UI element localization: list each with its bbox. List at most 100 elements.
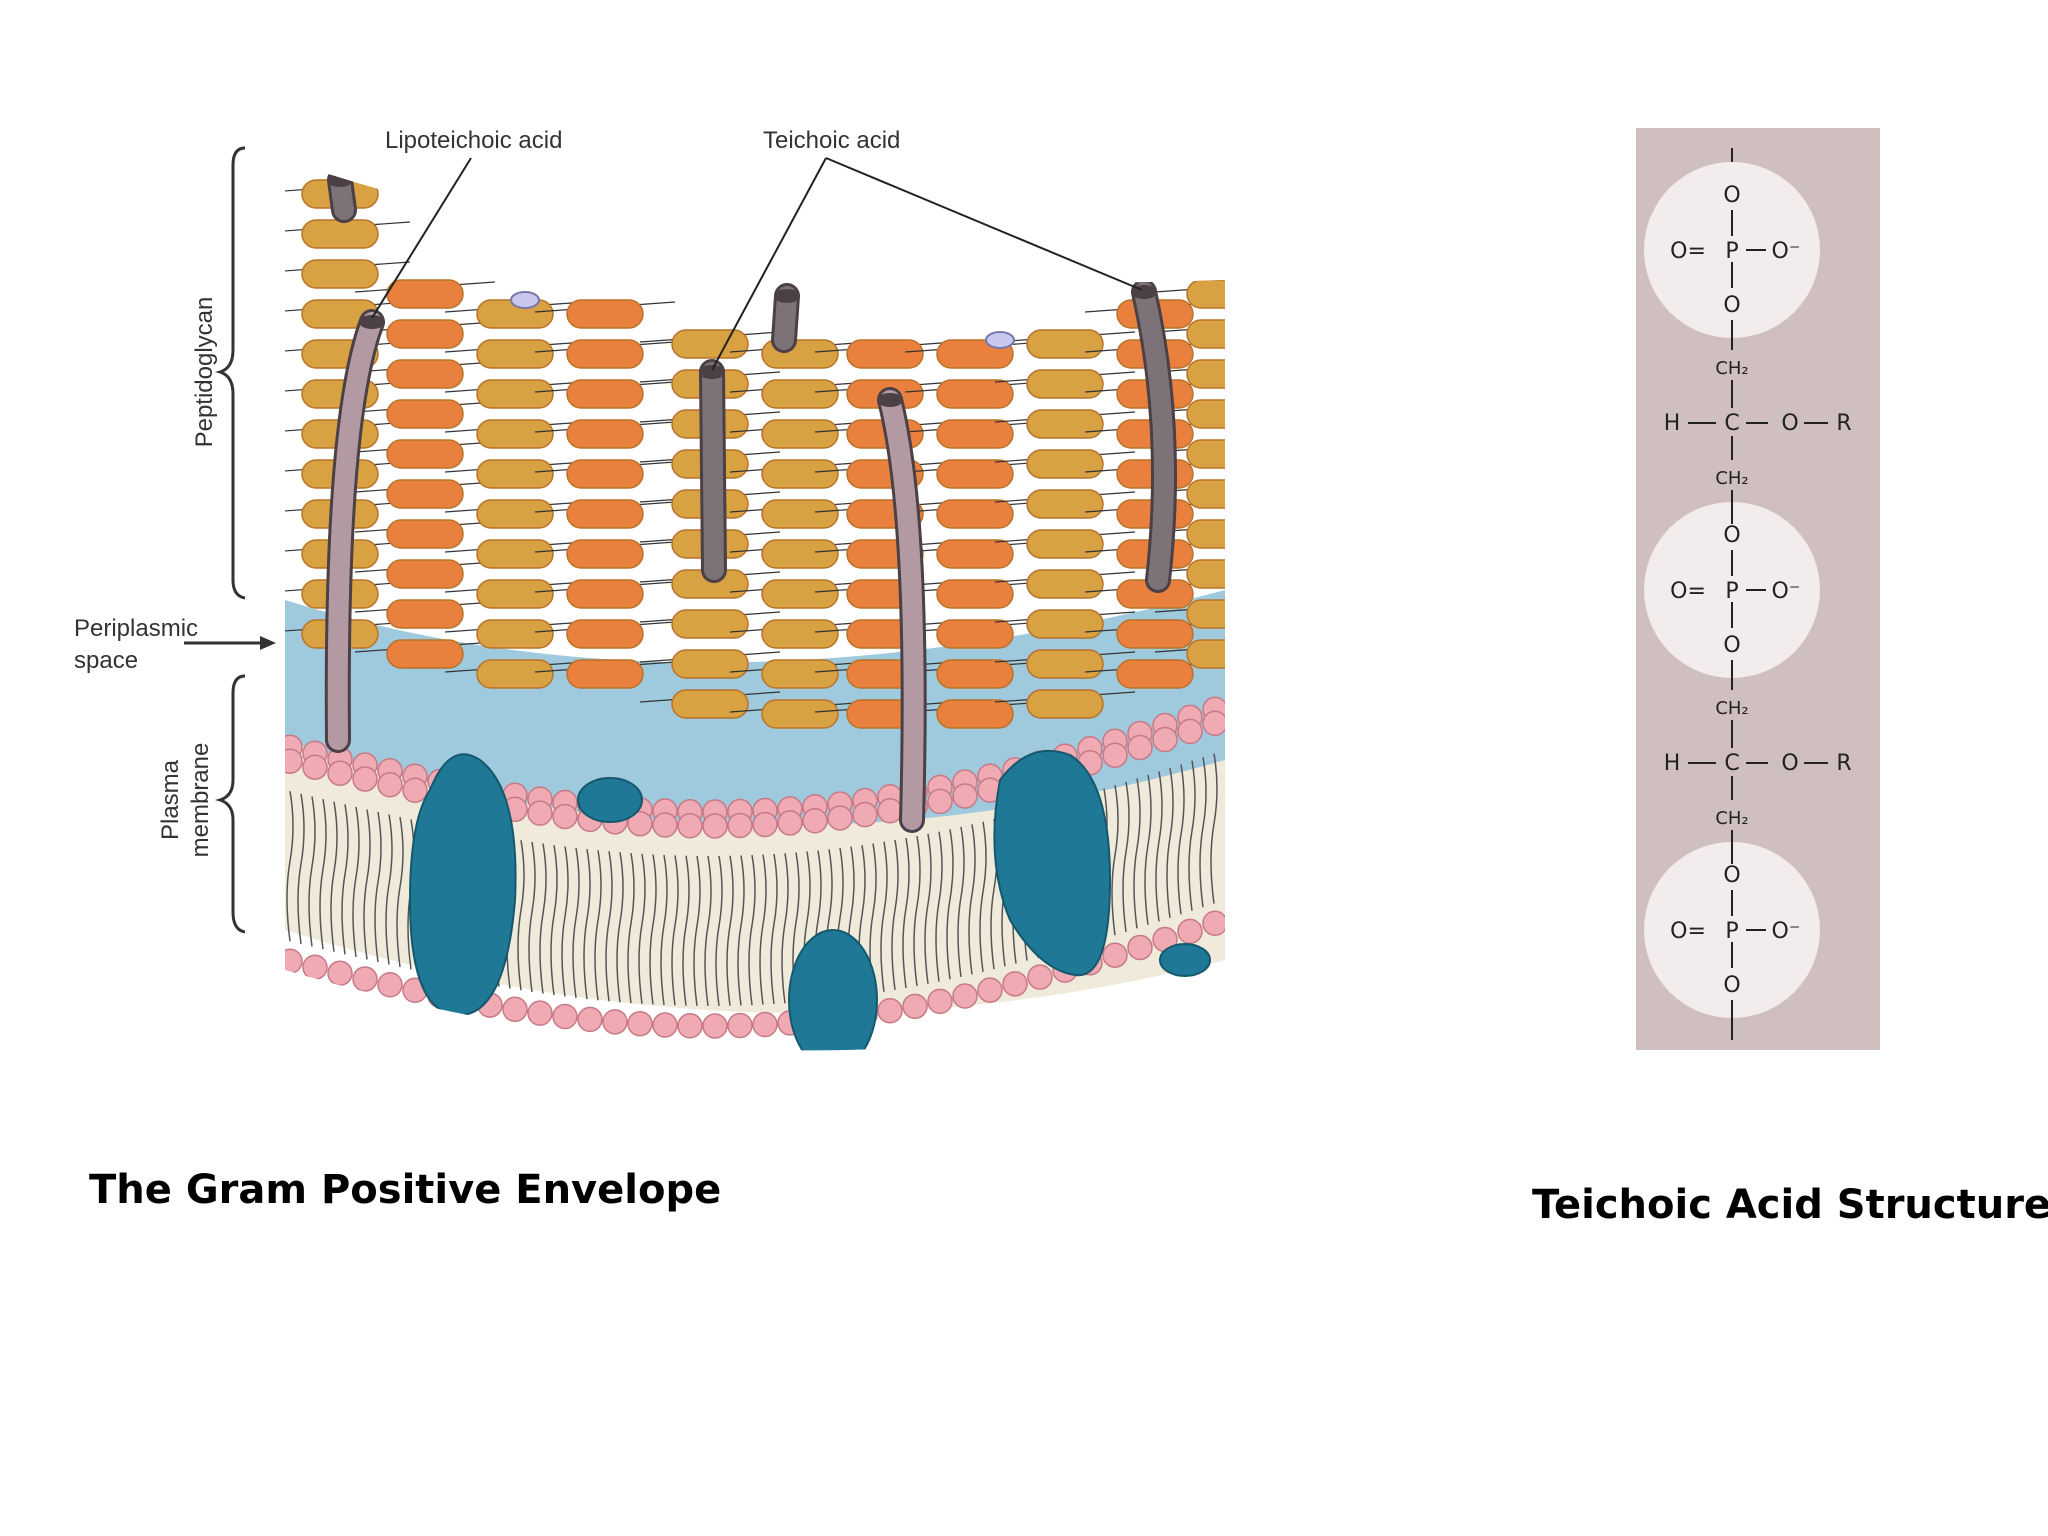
- atom-label: O: [1723, 863, 1740, 888]
- lipid-head: [1127, 734, 1153, 761]
- atom-label: CH₂: [1715, 698, 1748, 719]
- lipid-head: [927, 788, 953, 815]
- lipid-head: [552, 1003, 578, 1030]
- leader-lines: [371, 157, 1143, 371]
- atom-label: O=: [1670, 579, 1706, 604]
- teichoic-rods: [324, 167, 1177, 833]
- lipid-head: [652, 1012, 678, 1038]
- atom-label: R: [1836, 751, 1851, 776]
- lipid-head: [527, 800, 553, 826]
- lipid-head: [1102, 942, 1128, 968]
- lipid-head: [1177, 918, 1203, 945]
- side-brackets: [214, 146, 246, 934]
- membrane-protein: [788, 929, 878, 1051]
- lipid-head: [352, 766, 378, 792]
- plasma-membrane-label-line2: membrane: [187, 743, 214, 858]
- lipid-head: [377, 772, 403, 798]
- lipid-head: [727, 812, 753, 839]
- atom-label: O⁻: [1772, 579, 1801, 604]
- lipid-head: [285, 748, 303, 774]
- membrane-proteins: [408, 749, 1211, 1051]
- lipid-head: [1002, 971, 1028, 997]
- lipid-head: [852, 801, 878, 828]
- atom-label: O⁻: [1772, 239, 1801, 264]
- teichoic-rod: [702, 362, 724, 580]
- lipid-head: [1202, 910, 1225, 937]
- atom-label: O: [1781, 411, 1798, 436]
- lipid-head: [627, 1010, 653, 1037]
- envelope-caption: The Gram Positive Envelope: [89, 1167, 722, 1213]
- lipid-head: [827, 805, 853, 831]
- lipid-head: [952, 983, 978, 1009]
- membrane-protein: [993, 749, 1112, 977]
- atom-label: C: [1724, 751, 1739, 776]
- lipid-head: [977, 977, 1003, 1003]
- lipid-head: [285, 948, 303, 974]
- atom-label: P: [1725, 239, 1738, 264]
- lipid-head: [802, 807, 828, 834]
- lipid-head: [1152, 726, 1178, 753]
- lipid-head: [902, 993, 928, 1020]
- atom-label: O: [1723, 523, 1740, 548]
- peptidoglycan-column: [534, 299, 676, 689]
- lipid-head: [577, 1006, 603, 1033]
- lipid-head: [777, 810, 803, 836]
- atom-label: O: [1723, 973, 1740, 998]
- teichoic-acid-label: Teichoic acid: [763, 127, 900, 154]
- lipid-head: [652, 812, 678, 838]
- lipid-head: [302, 954, 328, 980]
- lipid-head: [752, 811, 778, 838]
- atom-label: R: [1836, 411, 1851, 436]
- periplasmic-space-label-line1: Periplasmic: [74, 615, 198, 642]
- lipid-head: [952, 783, 978, 809]
- peptidoglycan-label: Peptidoglycan: [191, 297, 218, 448]
- atom-label: H: [1664, 411, 1681, 436]
- lipid-head: [1202, 710, 1225, 737]
- lipid-head: [1127, 934, 1153, 961]
- lipid-head: [377, 972, 403, 998]
- gram-positive-envelope-diagram: Peptidoglycan Plasma membrane Periplasmi…: [74, 127, 1225, 1051]
- atom-label: O: [1723, 183, 1740, 208]
- lipid-head: [327, 760, 353, 786]
- atom-label: O=: [1670, 239, 1706, 264]
- lipid-head: [1027, 964, 1053, 990]
- peptidoglycan-column: [354, 279, 496, 669]
- lipoteichoic-acid-label: Lipoteichoic acid: [385, 127, 562, 154]
- phosphate-group-circle: [1644, 502, 1820, 678]
- lipid-head: [552, 803, 578, 830]
- teichoic-rod: [774, 286, 797, 350]
- atom-label: CH₂: [1715, 358, 1748, 379]
- atom-label: CH₂: [1715, 468, 1748, 489]
- periplasmic-space-label-line2: space: [74, 647, 138, 674]
- periplasmic-arrow: [184, 636, 276, 650]
- lipid-head: [877, 997, 903, 1024]
- teichoic-caption: Teichoic Acid Structure: [1532, 1182, 2048, 1228]
- atom-label: O: [1723, 293, 1740, 318]
- lipid-head: [1102, 742, 1128, 768]
- atom-label: P: [1725, 919, 1738, 944]
- lipid-head: [1177, 718, 1203, 745]
- membrane-protein: [408, 753, 517, 1017]
- lipid-head: [677, 813, 703, 839]
- lipid-head: [327, 960, 353, 986]
- atom-label: O⁻: [1772, 919, 1801, 944]
- lipid-head: [502, 996, 528, 1023]
- lipid-head: [702, 813, 728, 839]
- lipid-head: [602, 1009, 628, 1035]
- lipid-head: [702, 1013, 728, 1039]
- atom-label: CH₂: [1715, 808, 1748, 829]
- phosphate-group-circle: [1644, 842, 1820, 1018]
- lipid-head: [627, 810, 653, 837]
- teichoic-rod: [1134, 282, 1174, 590]
- peptidoglycan-column: [444, 299, 586, 689]
- lipid-head: [352, 966, 378, 992]
- peptidoglycan-column: [904, 339, 1046, 729]
- atom-label: H: [1664, 751, 1681, 776]
- teichoic-rod: [880, 390, 924, 830]
- lipid-head: [752, 1011, 778, 1038]
- phosphate-group-circle: [1644, 162, 1820, 338]
- lipid-head: [302, 754, 328, 780]
- atom-label: O: [1781, 751, 1798, 776]
- lipid-head: [727, 1012, 753, 1039]
